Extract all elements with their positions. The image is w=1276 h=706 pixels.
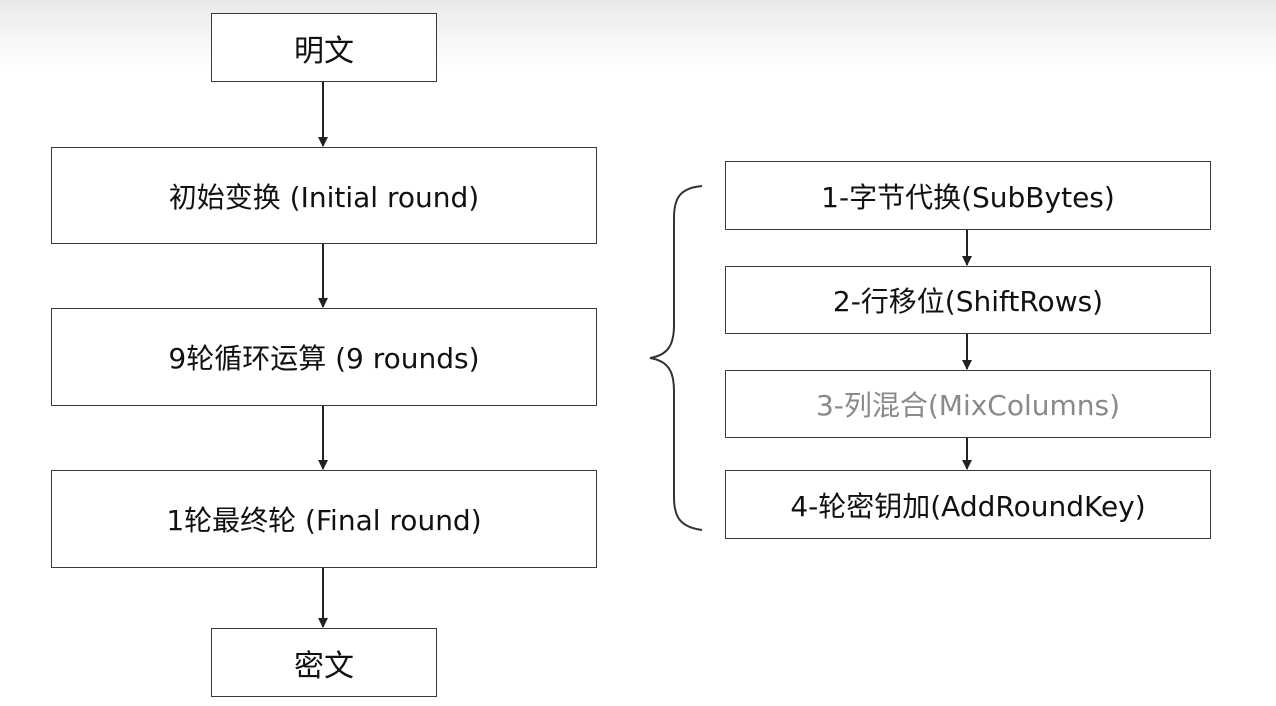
final-round-box: 1轮最终轮 (Final round) <box>51 470 597 568</box>
plaintext-box: 明文 <box>211 13 437 82</box>
step-shiftrows-label: 2-行移位(ShiftRows) <box>832 285 1104 318</box>
step-addroundkey-box: 4-轮密钥加(AddRoundKey) <box>725 470 1211 539</box>
step-shiftrows-box: 2-行移位(ShiftRows) <box>725 266 1211 334</box>
curly-brace <box>649 185 703 531</box>
ciphertext-label: 密文 <box>294 648 354 684</box>
plaintext-label: 明文 <box>294 33 354 69</box>
final-round-label: 1轮最终轮 (Final round) <box>166 504 482 537</box>
initial-round-box: 初始变换 (Initial round) <box>51 147 597 244</box>
step-subbytes-box: 1-字节代换(SubBytes) <box>725 161 1211 230</box>
step-subbytes-label: 1-字节代换(SubBytes) <box>821 180 1115 214</box>
initial-round-label: 初始变换 (Initial round) <box>168 180 480 214</box>
step-mixcolumns-label: 3-列混合(MixColumns) <box>815 389 1121 422</box>
rounds-label: 9轮循环运算 (9 rounds) <box>168 342 480 375</box>
step-addroundkey-label: 4-轮密钥加(AddRoundKey) <box>790 489 1146 523</box>
ciphertext-box: 密文 <box>211 628 437 697</box>
step-mixcolumns-box: 3-列混合(MixColumns) <box>725 370 1211 438</box>
rounds-box: 9轮循环运算 (9 rounds) <box>51 308 597 406</box>
